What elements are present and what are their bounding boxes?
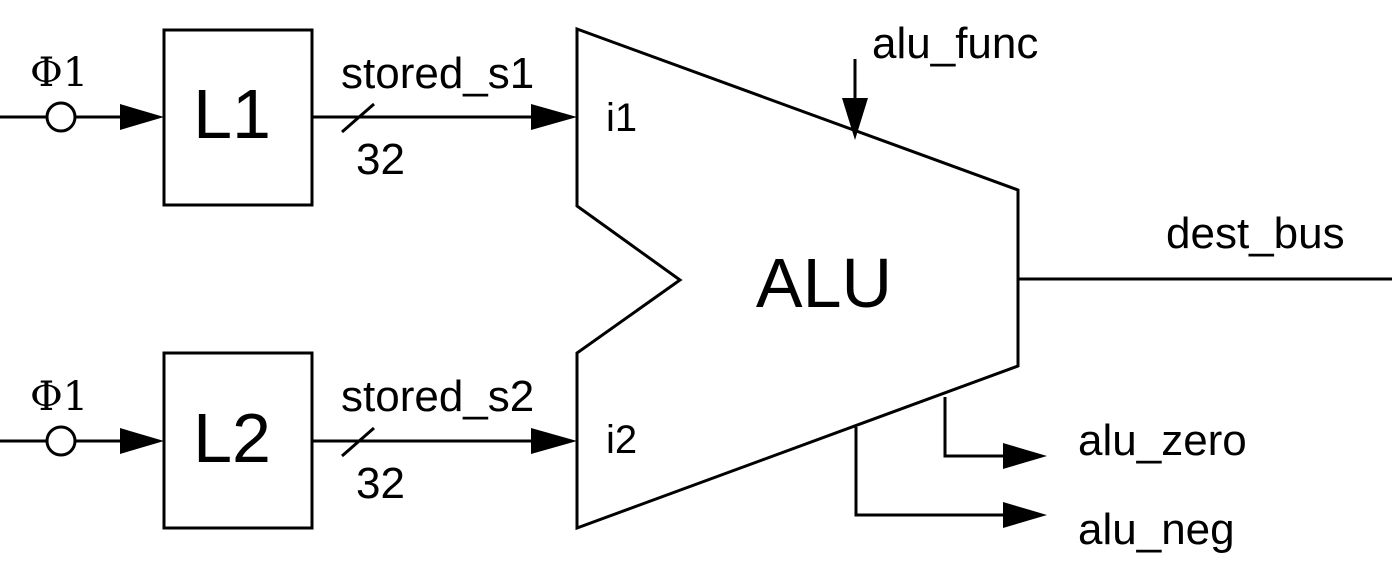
clock-1-label: Φ1 — [30, 50, 88, 96]
latch-1-input-arrow — [120, 104, 164, 130]
clock-1-bubble — [45, 101, 77, 133]
clock-2-label: Φ1 — [30, 374, 88, 420]
stored-s2-bus-slash — [341, 426, 375, 458]
alu-port-i2: i2 — [606, 418, 637, 462]
stored-s1-label: stored_s1 — [341, 49, 534, 98]
stored-s2-width-label: 32 — [356, 459, 405, 508]
stored-s2-label: stored_s2 — [341, 372, 534, 421]
alu-zero-arrow — [1003, 443, 1047, 469]
alu-port-i1: i1 — [606, 96, 637, 140]
alu-neg-wire — [854, 427, 1010, 517]
latch-2-input-arrow — [120, 428, 164, 454]
alu-body — [575, 26, 1020, 531]
alu-func-arrow — [842, 98, 868, 140]
clock-2-bubble — [45, 425, 77, 457]
alu-neg-label: alu_neg — [1078, 505, 1235, 554]
latch-2-path: Φ1 L2 stored_s2 32 — [0, 351, 577, 530]
stored-s1-arrow — [531, 104, 577, 130]
alu-zero-label: alu_zero — [1078, 416, 1247, 465]
alu-zero-wire — [943, 397, 1010, 458]
latch-1-path: Φ1 L1 stored_s1 32 — [0, 28, 577, 207]
alu-neg-arrow — [1003, 502, 1047, 528]
alu-label: ALU — [756, 244, 892, 322]
stored-s2-arrow — [531, 428, 577, 454]
dest-bus-label: dest_bus — [1166, 209, 1345, 258]
latch-l1-box — [162, 28, 314, 207]
latch-l2-label: L2 — [193, 399, 271, 477]
stored-s1-width-label: 32 — [356, 135, 405, 184]
stored-s1-bus-slash — [341, 102, 375, 134]
latch-l1-label: L1 — [193, 75, 271, 153]
alu-func-label: alu_func — [872, 19, 1038, 68]
alu-block: ALU i1 i2 alu_func dest_bus alu_zero alu… — [575, 19, 1392, 554]
